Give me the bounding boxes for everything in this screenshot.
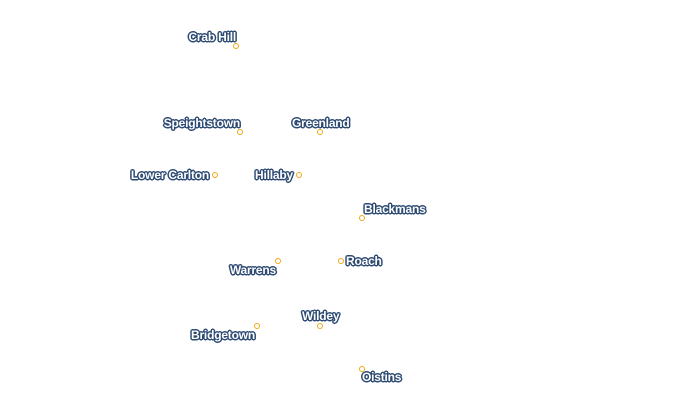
place-marker[interactable] [254,323,260,329]
place-marker[interactable] [296,172,302,178]
place-label: Wildey [302,309,340,323]
place-marker[interactable] [275,258,281,264]
place-label: Lower Carlton [130,168,209,182]
place-label: Greenland [292,116,350,130]
place-marker[interactable] [338,258,344,264]
place-label: Hillaby [255,168,293,182]
place-label: Crab Hill [188,30,236,44]
place-label: Bridgetown [191,328,255,342]
place-marker[interactable] [317,323,323,329]
place-marker[interactable] [233,43,239,49]
place-marker[interactable] [359,215,365,221]
place-label: Oistins [362,370,402,384]
place-label: Blackmans [364,202,426,216]
place-label: Roach [346,254,382,268]
place-marker[interactable] [317,129,323,135]
place-label: Speightstown [163,116,240,130]
place-marker[interactable] [237,129,243,135]
place-label: Warrens [229,263,276,277]
place-marker[interactable] [212,172,218,178]
place-marker[interactable] [359,366,365,372]
